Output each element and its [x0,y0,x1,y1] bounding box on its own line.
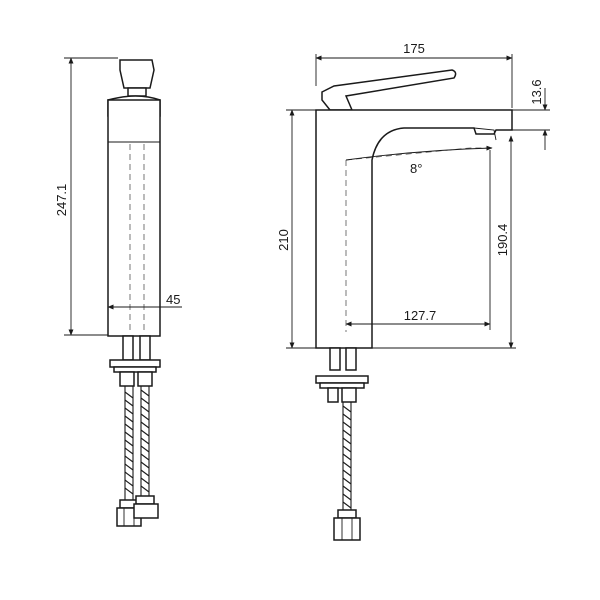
front-hose [333,402,361,541]
side-view: 247.1 45 [54,57,182,527]
dim-total-height: 247.1 [54,184,69,217]
dim-body-height: 210 [276,229,291,251]
dim-handle-height: 13.6 [529,79,544,104]
dim-spout-height: 190.4 [495,224,510,257]
front-waterway [345,147,490,161]
dim-body-diameter: 45 [166,292,180,307]
dim-arc-spout-angle [345,145,493,161]
dim-spout-reach: 127.7 [404,308,437,323]
front-body [315,109,513,349]
dim-spout-angle: 8° [410,161,422,176]
front-mounting-washer [315,375,369,384]
front-lever [321,69,457,111]
side-hose-right [133,386,159,519]
side-handle [119,59,155,89]
side-mounting-washer [109,359,161,368]
dim-total-width: 175 [403,41,425,56]
side-body [107,99,161,337]
side-handle-neck [127,87,147,97]
front-view: 175 13.6 8° 210 190.4 127.7 [276,41,550,541]
